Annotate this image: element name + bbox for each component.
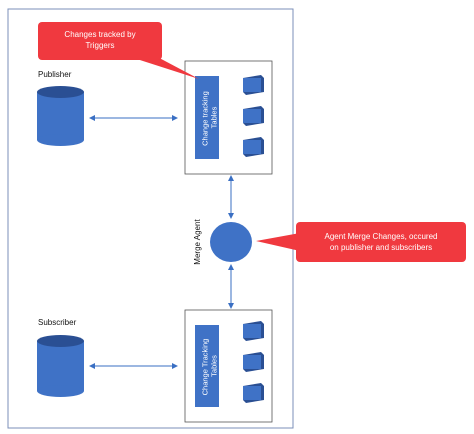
publisher-table-icon-1 [243, 75, 264, 95]
subscriber-tables-label-line2: Tables [210, 355, 219, 377]
subscriber-table-icon-3 [243, 383, 264, 403]
triggers-callout: Changes tracked by Triggers [38, 22, 199, 79]
subscriber-tables-label-line1: Change Tracking [201, 339, 210, 396]
merge-callout-line1: Agent Merge Changes, occured [325, 232, 438, 241]
triggers-callout-line2: Triggers [85, 41, 114, 50]
publisher-tables-label-line1: Change tracking [201, 91, 210, 146]
publisher-table-icon-2 [243, 106, 264, 126]
merge-agent-node [210, 222, 252, 262]
subscriber-tracking-tables-bar [195, 325, 219, 407]
merge-callout-line2: on publisher and subscribers [330, 243, 432, 252]
publisher-tracking-tables-bar [195, 76, 219, 159]
merge-callout: Agent Merge Changes, occured on publishe… [256, 222, 466, 262]
subscriber-table-icon-1 [243, 321, 264, 341]
merge-agent-label: Merge Agent [193, 219, 202, 265]
subscriber-table-icon-2 [243, 352, 264, 372]
publisher-tables-label-line2: Tables [210, 106, 219, 128]
publisher-database-icon [37, 86, 84, 146]
subscriber-label: Subscriber [38, 318, 77, 327]
subscriber-tracking-tables-label: Change Tracking Tables [201, 337, 219, 396]
subscriber-database-icon [37, 335, 84, 397]
publisher-tracking-tables-label: Change tracking Tables [201, 89, 219, 146]
publisher-label: Publisher [38, 70, 72, 79]
publisher-table-icon-3 [243, 137, 264, 157]
triggers-callout-line1: Changes tracked by [64, 30, 135, 39]
